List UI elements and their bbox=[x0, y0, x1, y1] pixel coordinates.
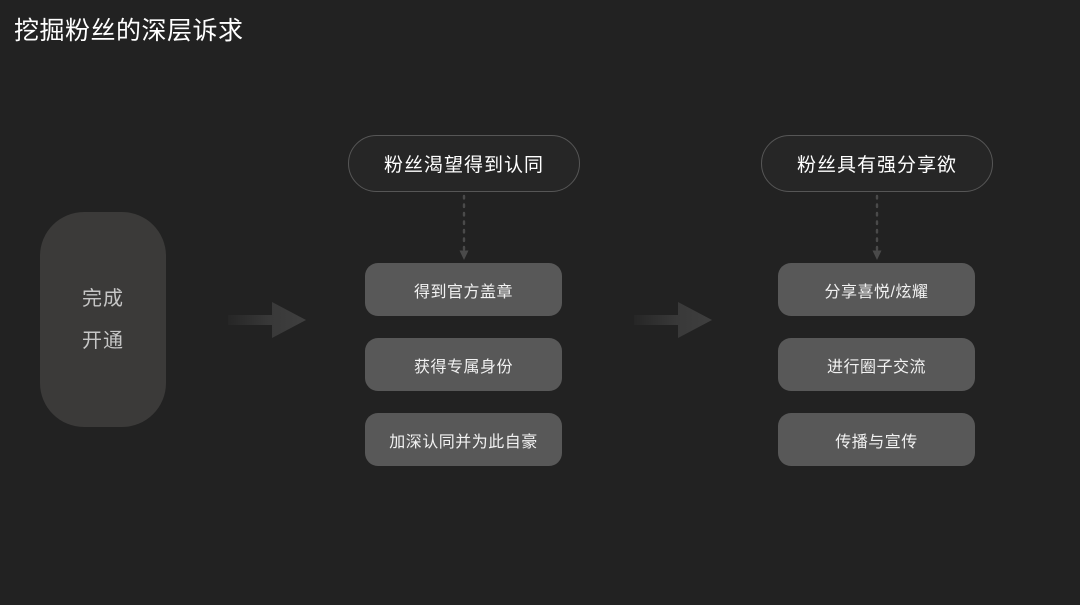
column-header-label: 粉丝渴望得到认同 bbox=[383, 155, 544, 176]
list-item-label: 分享喜悦/炫耀 bbox=[824, 283, 929, 301]
column-header: 粉丝具有强分享欲 bbox=[761, 135, 993, 192]
arrow-right-icon bbox=[634, 299, 712, 341]
list-item-label: 得到官方盖章 bbox=[413, 283, 513, 301]
list-item-label: 传播与宣传 bbox=[835, 433, 918, 451]
source-block-line-1: 完成 bbox=[82, 287, 124, 310]
list-item[interactable]: 进行圈子交流 bbox=[778, 338, 975, 391]
dotted-down-arrow-icon bbox=[457, 192, 471, 263]
list-item-label: 加深认同并为此自豪 bbox=[389, 433, 538, 451]
list-item[interactable]: 加深认同并为此自豪 bbox=[365, 413, 562, 466]
list-item-label: 获得专属身份 bbox=[413, 358, 513, 376]
list-item-label: 进行圈子交流 bbox=[826, 358, 926, 376]
item-list: 得到官方盖章 获得专属身份 加深认同并为此自豪 bbox=[365, 263, 562, 466]
arrow-right-icon bbox=[228, 299, 306, 341]
list-item[interactable]: 得到官方盖章 bbox=[365, 263, 562, 316]
source-block: 完成 开通 bbox=[40, 212, 166, 427]
page-title: 挖掘粉丝的深层诉求 bbox=[14, 17, 244, 45]
list-item[interactable]: 传播与宣传 bbox=[778, 413, 975, 466]
dotted-down-arrow-icon bbox=[870, 192, 884, 263]
item-list: 分享喜悦/炫耀 进行圈子交流 传播与宣传 bbox=[778, 263, 975, 466]
column-header: 粉丝渴望得到认同 bbox=[348, 135, 580, 192]
column-header-label: 粉丝具有强分享欲 bbox=[796, 155, 957, 176]
source-block-line-2: 开通 bbox=[82, 329, 124, 352]
column-fan-recognition: 粉丝渴望得到认同 得到官方盖章 获得专属身份 加深认同并为此自豪 bbox=[348, 135, 580, 466]
list-item[interactable]: 分享喜悦/炫耀 bbox=[778, 263, 975, 316]
list-item[interactable]: 获得专属身份 bbox=[365, 338, 562, 391]
column-fan-sharing: 粉丝具有强分享欲 分享喜悦/炫耀 进行圈子交流 传播与宣传 bbox=[761, 135, 993, 466]
